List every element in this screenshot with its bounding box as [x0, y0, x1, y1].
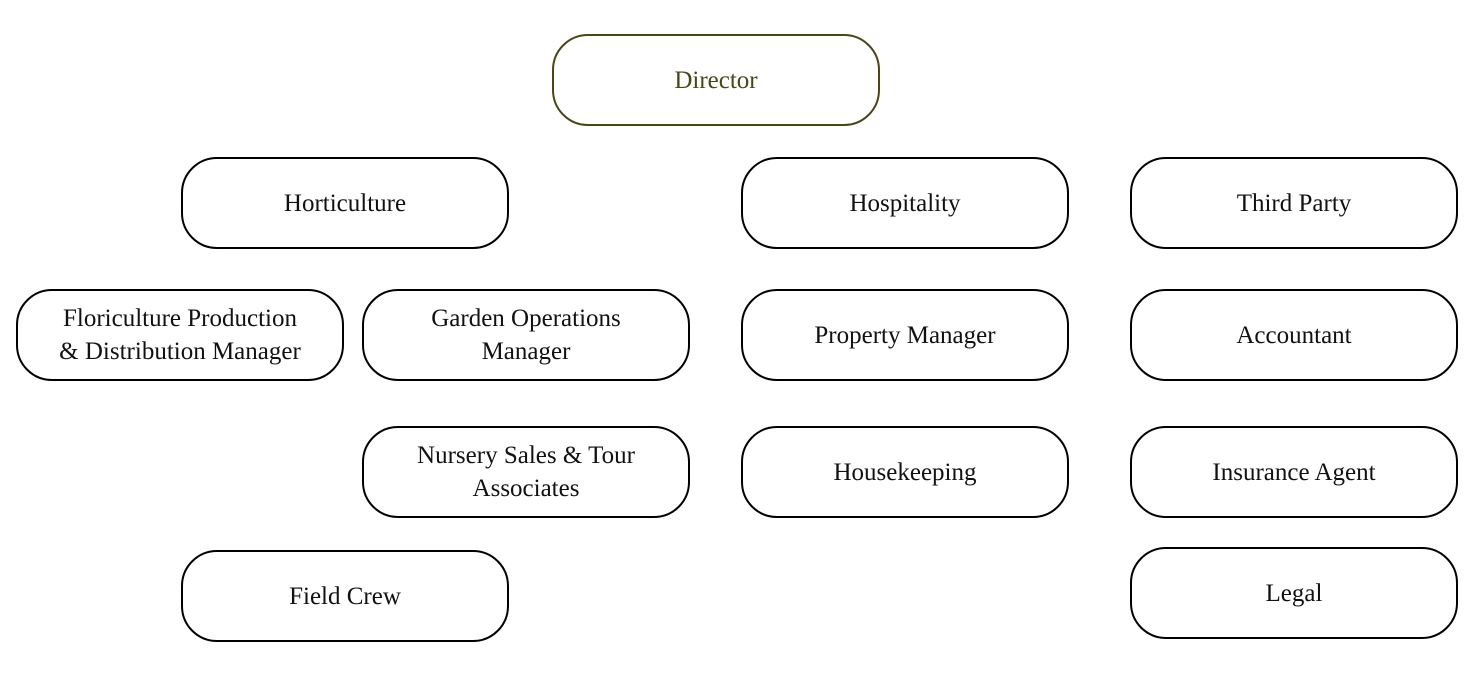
third-party-node: Third Party — [1130, 157, 1458, 249]
insurance-agent-node: Insurance Agent — [1130, 426, 1458, 518]
horticulture-node: Horticulture — [181, 157, 509, 249]
garden-operations-manager-node: Garden Operations Manager — [362, 289, 690, 381]
insurance-agent-label: Insurance Agent — [1212, 458, 1376, 486]
legal-label: Legal — [1265, 579, 1323, 607]
property-manager-node: Property Manager — [741, 289, 1069, 381]
hospitality-node: Hospitality — [741, 157, 1069, 249]
floriculture-manager-label: Floriculture Production & Distribution M… — [59, 305, 301, 365]
hospitality-label: Hospitality — [849, 189, 961, 217]
director-node: Director — [552, 34, 880, 126]
garden-operations-manager-label: Garden Operations Manager — [431, 305, 621, 365]
accountant-label: Accountant — [1236, 321, 1352, 349]
housekeeping-label: Housekeeping — [833, 458, 977, 486]
third-party-label: Third Party — [1236, 189, 1352, 217]
nursery-sales-node: Nursery Sales & Tour Associates — [362, 426, 690, 518]
property-manager-label: Property Manager — [814, 321, 996, 349]
field-crew-node: Field Crew — [181, 550, 509, 642]
housekeeping-node: Housekeeping — [741, 426, 1069, 518]
horticulture-label: Horticulture — [283, 189, 407, 217]
accountant-node: Accountant — [1130, 289, 1458, 381]
field-crew-label: Field Crew — [289, 582, 401, 610]
legal-node: Legal — [1130, 547, 1458, 639]
director-label: Director — [674, 66, 758, 94]
nursery-sales-label: Nursery Sales & Tour Associates — [417, 442, 635, 502]
floriculture-manager-node: Floriculture Production & Distribution M… — [16, 289, 344, 381]
